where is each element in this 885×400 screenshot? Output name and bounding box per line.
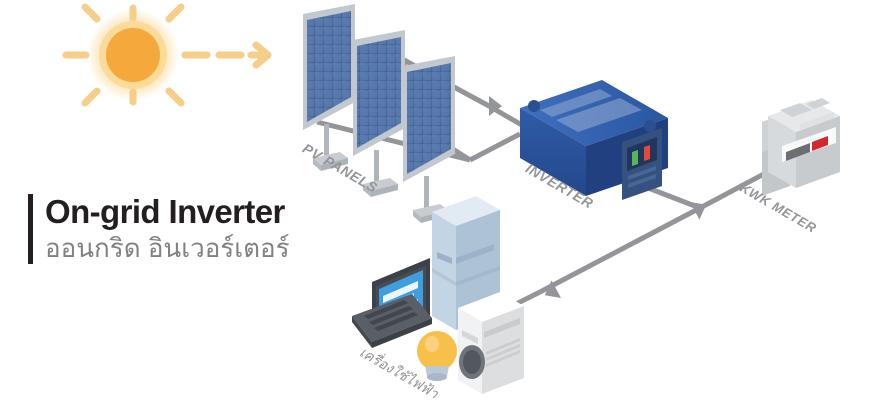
sun-flow-arrow <box>181 41 272 69</box>
light-bulb-icon <box>417 331 457 381</box>
pv-panel-2 <box>353 30 405 197</box>
laptop-appliance <box>352 258 432 348</box>
pv-panel-3 <box>403 56 455 223</box>
page-title: On-grid Inverter <box>45 193 285 230</box>
sun-icon <box>62 3 272 107</box>
title-accent-rule <box>28 194 33 265</box>
page-subtitle: ออนกริด อินเวอร์เตอร์ <box>45 232 290 263</box>
inverter-led-panel <box>622 128 662 200</box>
inverter-device <box>520 80 668 200</box>
washing-machine-appliance <box>458 292 524 394</box>
kwh-meter-device <box>762 98 840 196</box>
flow-arrowheads <box>489 96 707 299</box>
title-block: On-grid Inverter ออนกริด อินเวอร์เตอร์ <box>28 193 290 265</box>
pv-panel-1 <box>303 4 355 171</box>
meter-display <box>782 127 836 162</box>
